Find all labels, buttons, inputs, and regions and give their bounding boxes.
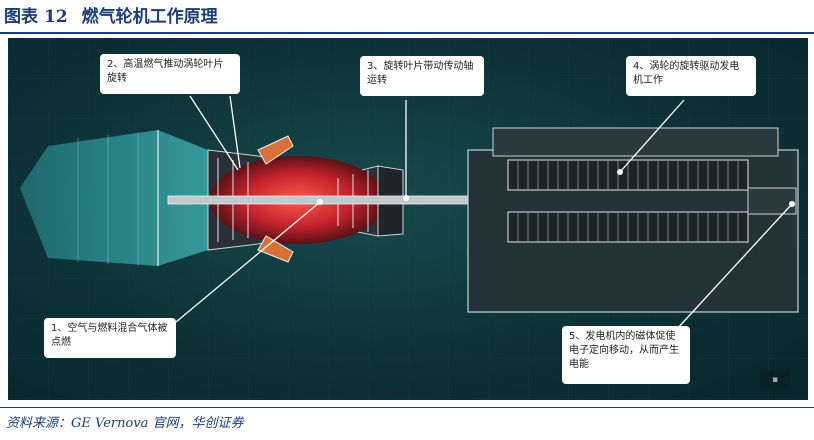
- leader-lines: [175, 95, 793, 331]
- diagram-panel: 2、高温燃气推动涡轮叶片旋转 3、旋转叶片带动传动轴运转 4、涡轮的旋转驱动发电…: [8, 38, 808, 400]
- leader-dots: [317, 169, 795, 207]
- callout-4: 4、涡轮的旋转驱动发电机工作: [626, 56, 756, 96]
- figure-title: 图表 12 燃气轮机工作原理: [4, 2, 218, 32]
- combustor-upper: [257, 135, 294, 165]
- figure-caption: 燃气轮机工作原理: [81, 7, 218, 27]
- callout-5: 5、发电机内的磁体促使电子定向移动，从而产生电能: [562, 326, 690, 384]
- combustor-lower: [257, 235, 294, 263]
- fullscreen-icon[interactable]: ▪: [760, 370, 790, 390]
- compressor-intake: [20, 130, 208, 266]
- source-rule: [0, 407, 814, 408]
- title-rule: [0, 32, 814, 34]
- callout-1: 1、空气与燃料混合气体被点燃: [44, 318, 176, 358]
- callout-3: 3、旋转叶片带动传动轴运转: [360, 56, 484, 96]
- source-note: 资料来源：GE Vernova 官网，华创证券: [6, 416, 244, 431]
- figure-label: 图表: [4, 7, 38, 27]
- callout-2: 2、高温燃气推动涡轮叶片旋转: [100, 54, 240, 94]
- figure-number: 12: [44, 7, 68, 27]
- generator: [467, 127, 799, 313]
